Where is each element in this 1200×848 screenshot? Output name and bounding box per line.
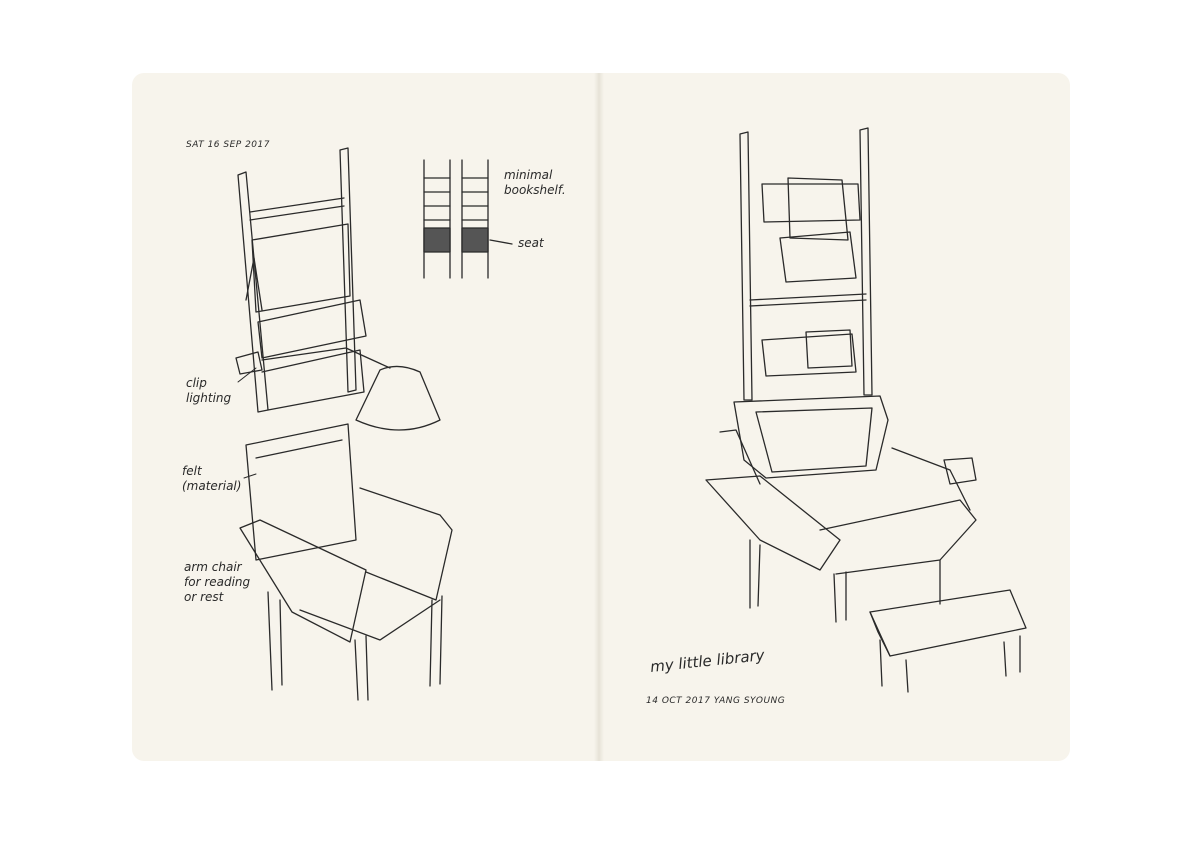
notebook-left-page [132, 73, 598, 761]
note-line: minimal [504, 168, 553, 182]
note-arm-chair: arm chair for reading or rest [184, 560, 250, 605]
note-line: clip [186, 376, 207, 390]
ladder-shelf-left [235, 147, 367, 413]
note-line: for reading [184, 575, 251, 589]
clip-lamp-left [261, 347, 441, 431]
signature-note: 14 OCT 2017 YANG SYOUNG [646, 696, 786, 706]
minimal-bookshelf-icons [423, 159, 513, 279]
note-line: or rest [184, 590, 224, 604]
note-minimal-bookshelf: minimal bookshelf. [504, 168, 566, 198]
notebook-gutter [594, 73, 604, 761]
note-line: lighting [186, 391, 232, 405]
note-line: arm chair [184, 560, 242, 574]
arm-chair-right [705, 395, 977, 623]
note-felt-material: felt (material) [182, 464, 241, 494]
felt-panel-left [245, 423, 357, 561]
note-clip-lighting: clip lighting [186, 376, 231, 406]
arm-chair-left [239, 487, 453, 701]
date-note-left: SAT 16 SEP 2017 [186, 140, 270, 150]
ottoman-right [869, 589, 1027, 693]
ladder-shelf-right [739, 127, 873, 401]
note-line: (material) [182, 479, 242, 493]
note-seat: seat [518, 236, 544, 250]
notebook-right-page [598, 73, 1070, 761]
note-line: felt [182, 464, 202, 478]
annotation-leaders-left [237, 367, 257, 479]
note-line: bookshelf. [504, 183, 566, 197]
